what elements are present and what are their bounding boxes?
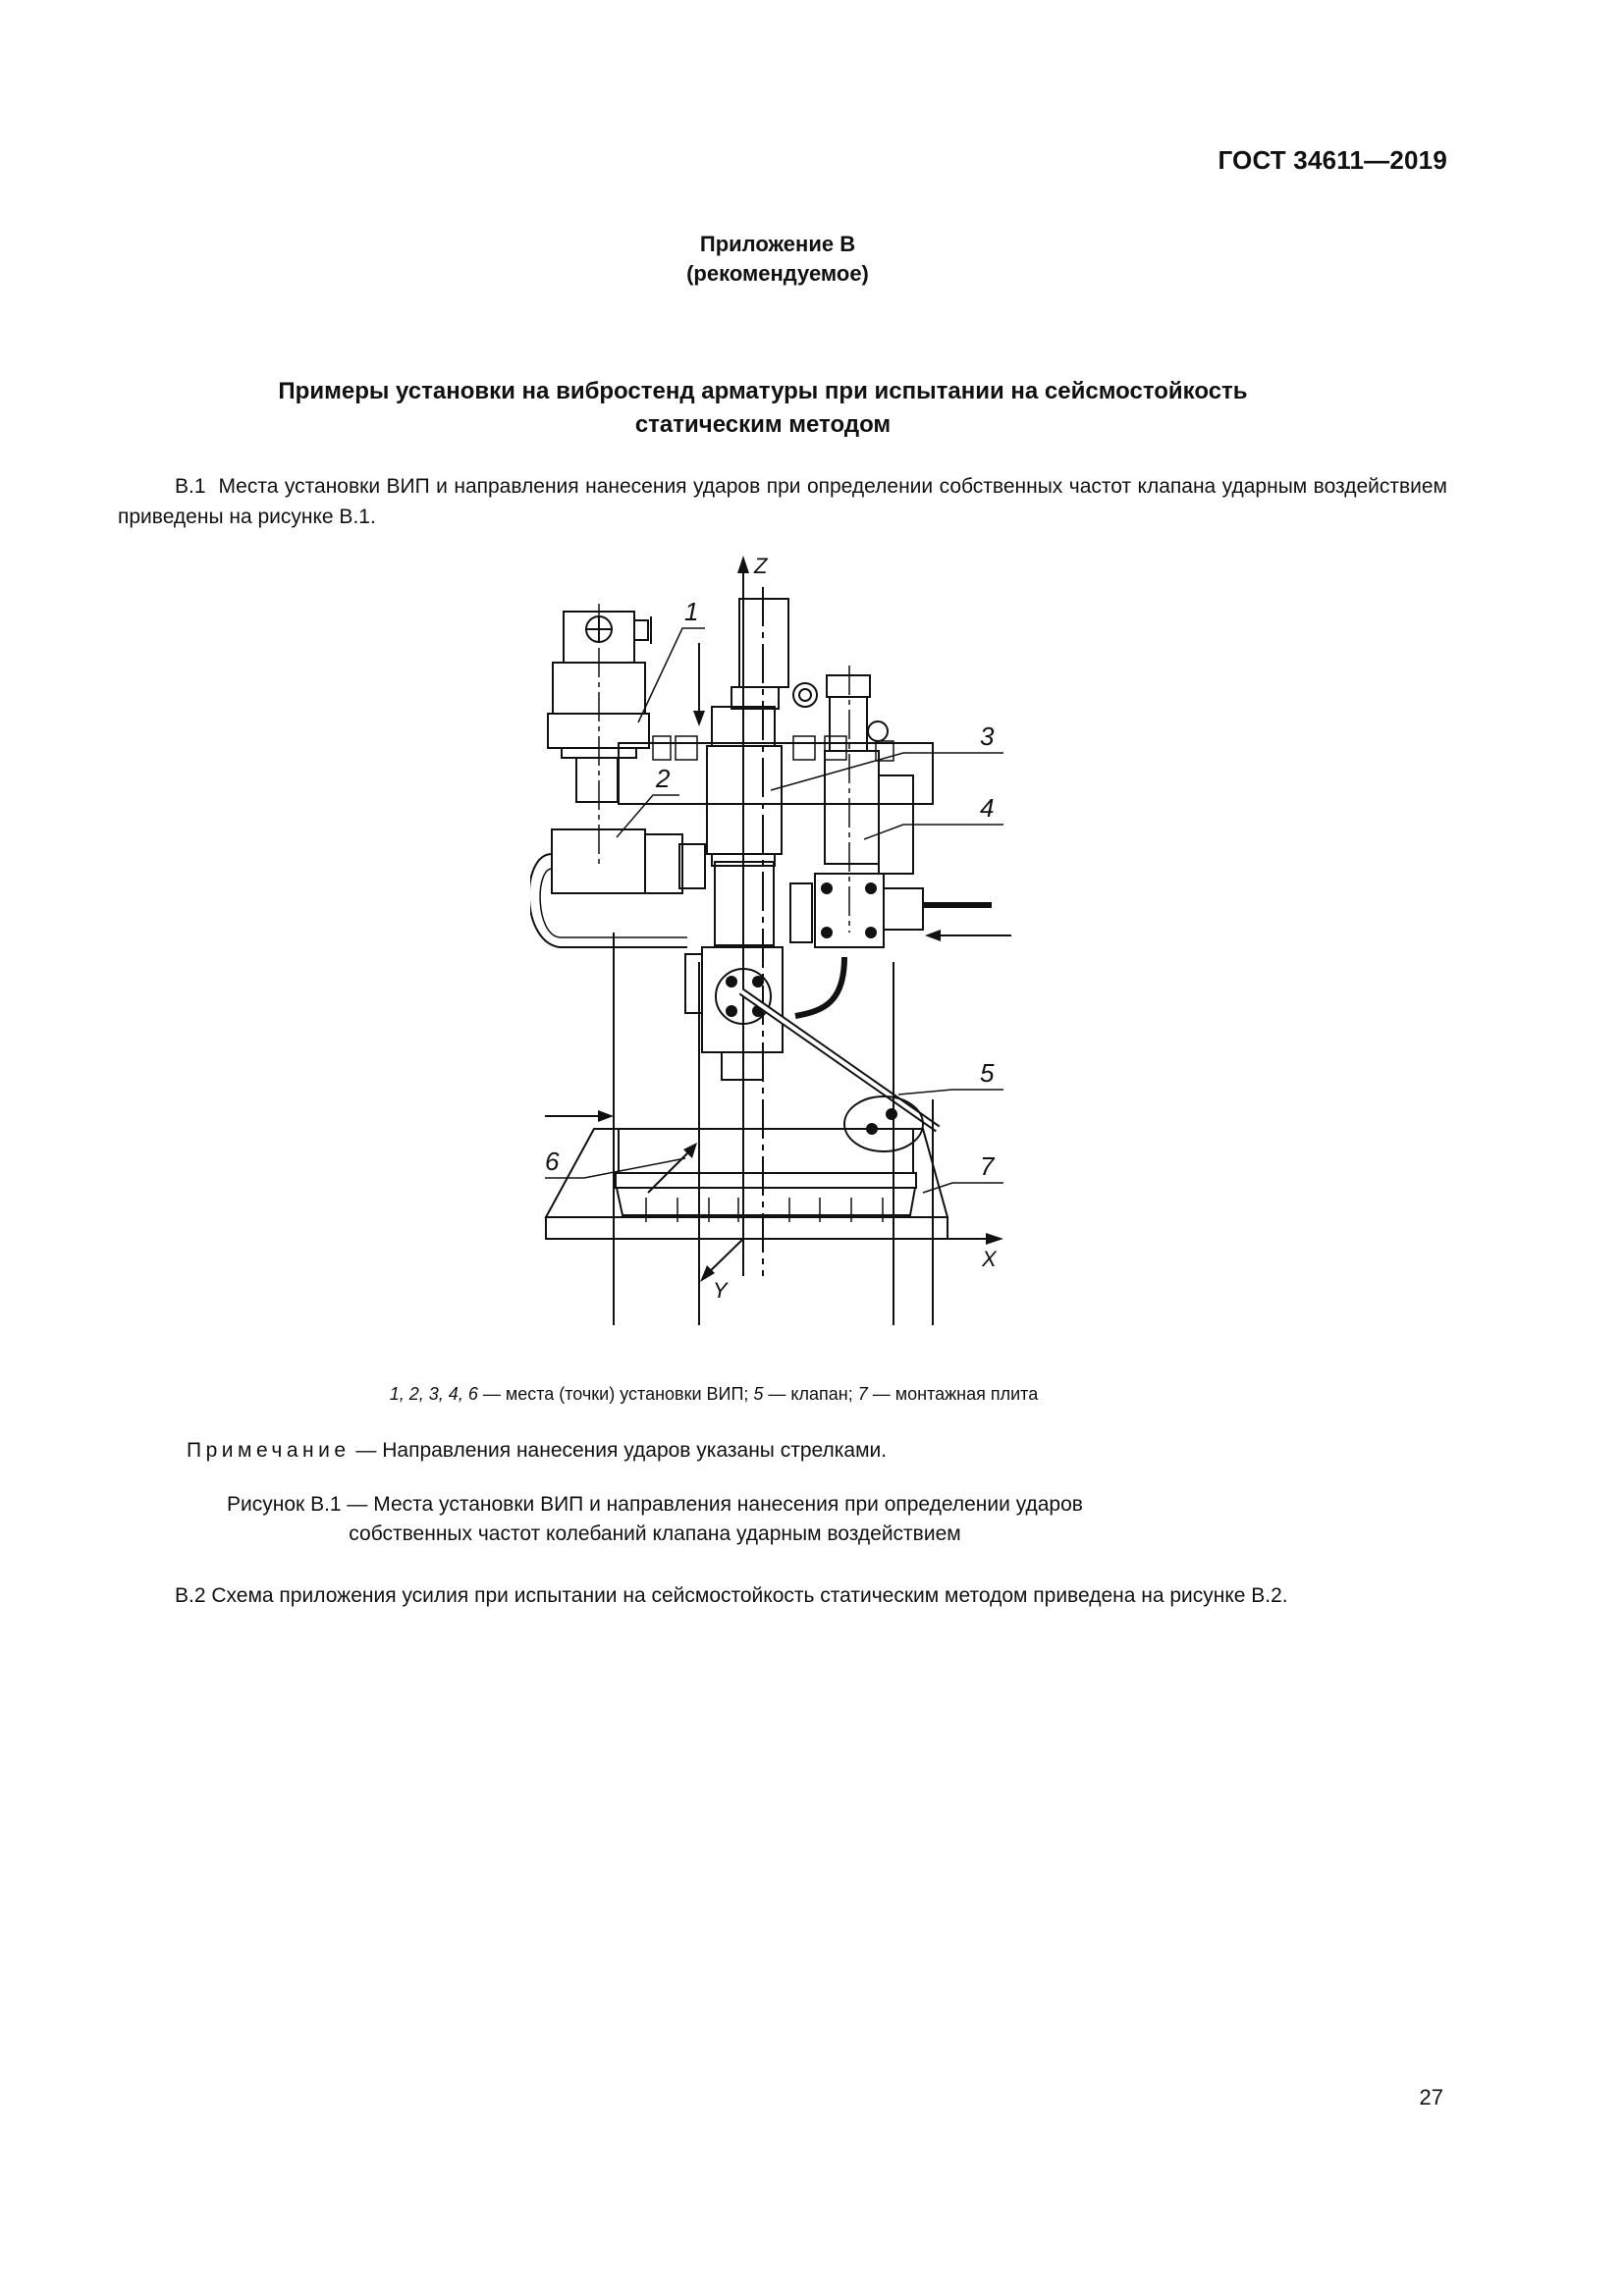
legend-valve-text: — клапан; <box>763 1384 858 1404</box>
impact-arrows <box>545 643 1011 1194</box>
page-number: 27 <box>1419 2085 1443 2109</box>
note-label: Примечание <box>187 1439 351 1462</box>
figure-note: Примечание — Направления нанесения ударо… <box>187 1439 887 1463</box>
callout-6: 6 <box>545 1147 560 1176</box>
callout-7: 7 <box>980 1151 996 1181</box>
callout-4: 4 <box>980 793 994 823</box>
figure-caption: Рисунок В.1 — Места установки ВИП и напр… <box>0 1490 1624 1549</box>
callout-3: 3 <box>980 721 995 751</box>
legend-plate-text: — монтажная плита <box>867 1384 1039 1404</box>
legend-vip-points: 1, 2, 3, 4, 6 <box>389 1384 478 1404</box>
appendix-title: Приложение В <box>699 232 856 256</box>
y-axis: Y <box>700 1238 744 1303</box>
figure-legend: 1, 2, 3, 4, 6 — места (точки) установки … <box>0 1384 1624 1405</box>
legend-plate-num: 7 <box>857 1384 868 1404</box>
paragraph-number: В.2 <box>175 1584 206 1607</box>
paragraph-text: Места установки ВИП и направления нанесе… <box>118 475 1447 528</box>
section-title-line2: статическим методом <box>634 411 892 438</box>
note-text: — Направления нанесения ударов указаны с… <box>350 1439 888 1462</box>
callout-5: 5 <box>980 1058 995 1088</box>
appendix-heading: Приложение В (рекомендуемое) <box>0 230 1624 289</box>
callout-1: 1 <box>684 597 698 626</box>
legend-valve-num: 5 <box>753 1384 764 1404</box>
y-axis-label: Y <box>713 1278 729 1303</box>
callout-2: 2 <box>655 764 671 793</box>
paragraph-text: Схема приложения усилия при испытании на… <box>211 1584 1288 1607</box>
x-axis-label: X <box>981 1247 998 1271</box>
paragraph-number: В.1 <box>175 475 206 498</box>
appendix-status: (рекомендуемое) <box>686 261 869 286</box>
section-title-line1: Примеры установки на вибростенд арматуры… <box>278 378 1248 404</box>
figure-b1-drawing: Z <box>527 550 1080 1345</box>
callout-leaders <box>545 627 1003 1194</box>
paragraph-b2: В.2 Схема приложения усилия при испытани… <box>118 1580 1447 1611</box>
x-axis: X <box>947 1233 1003 1271</box>
z-axis: Z <box>737 554 769 1276</box>
caption-line2: собственных частот колебаний клапана уда… <box>349 1522 961 1545</box>
standard-code: ГОСТ 34611—2019 <box>1218 145 1447 175</box>
z-axis-label: Z <box>753 554 769 578</box>
legend-vip-text: — места (точки) установки ВИП; <box>477 1384 754 1404</box>
paragraph-b1: В.1 Места установки ВИП и направления на… <box>118 471 1447 532</box>
caption-line1: Рисунок В.1 — Места установки ВИП и напр… <box>227 1493 1083 1516</box>
section-title: Примеры установки на вибростенд арматуры… <box>0 375 1624 442</box>
